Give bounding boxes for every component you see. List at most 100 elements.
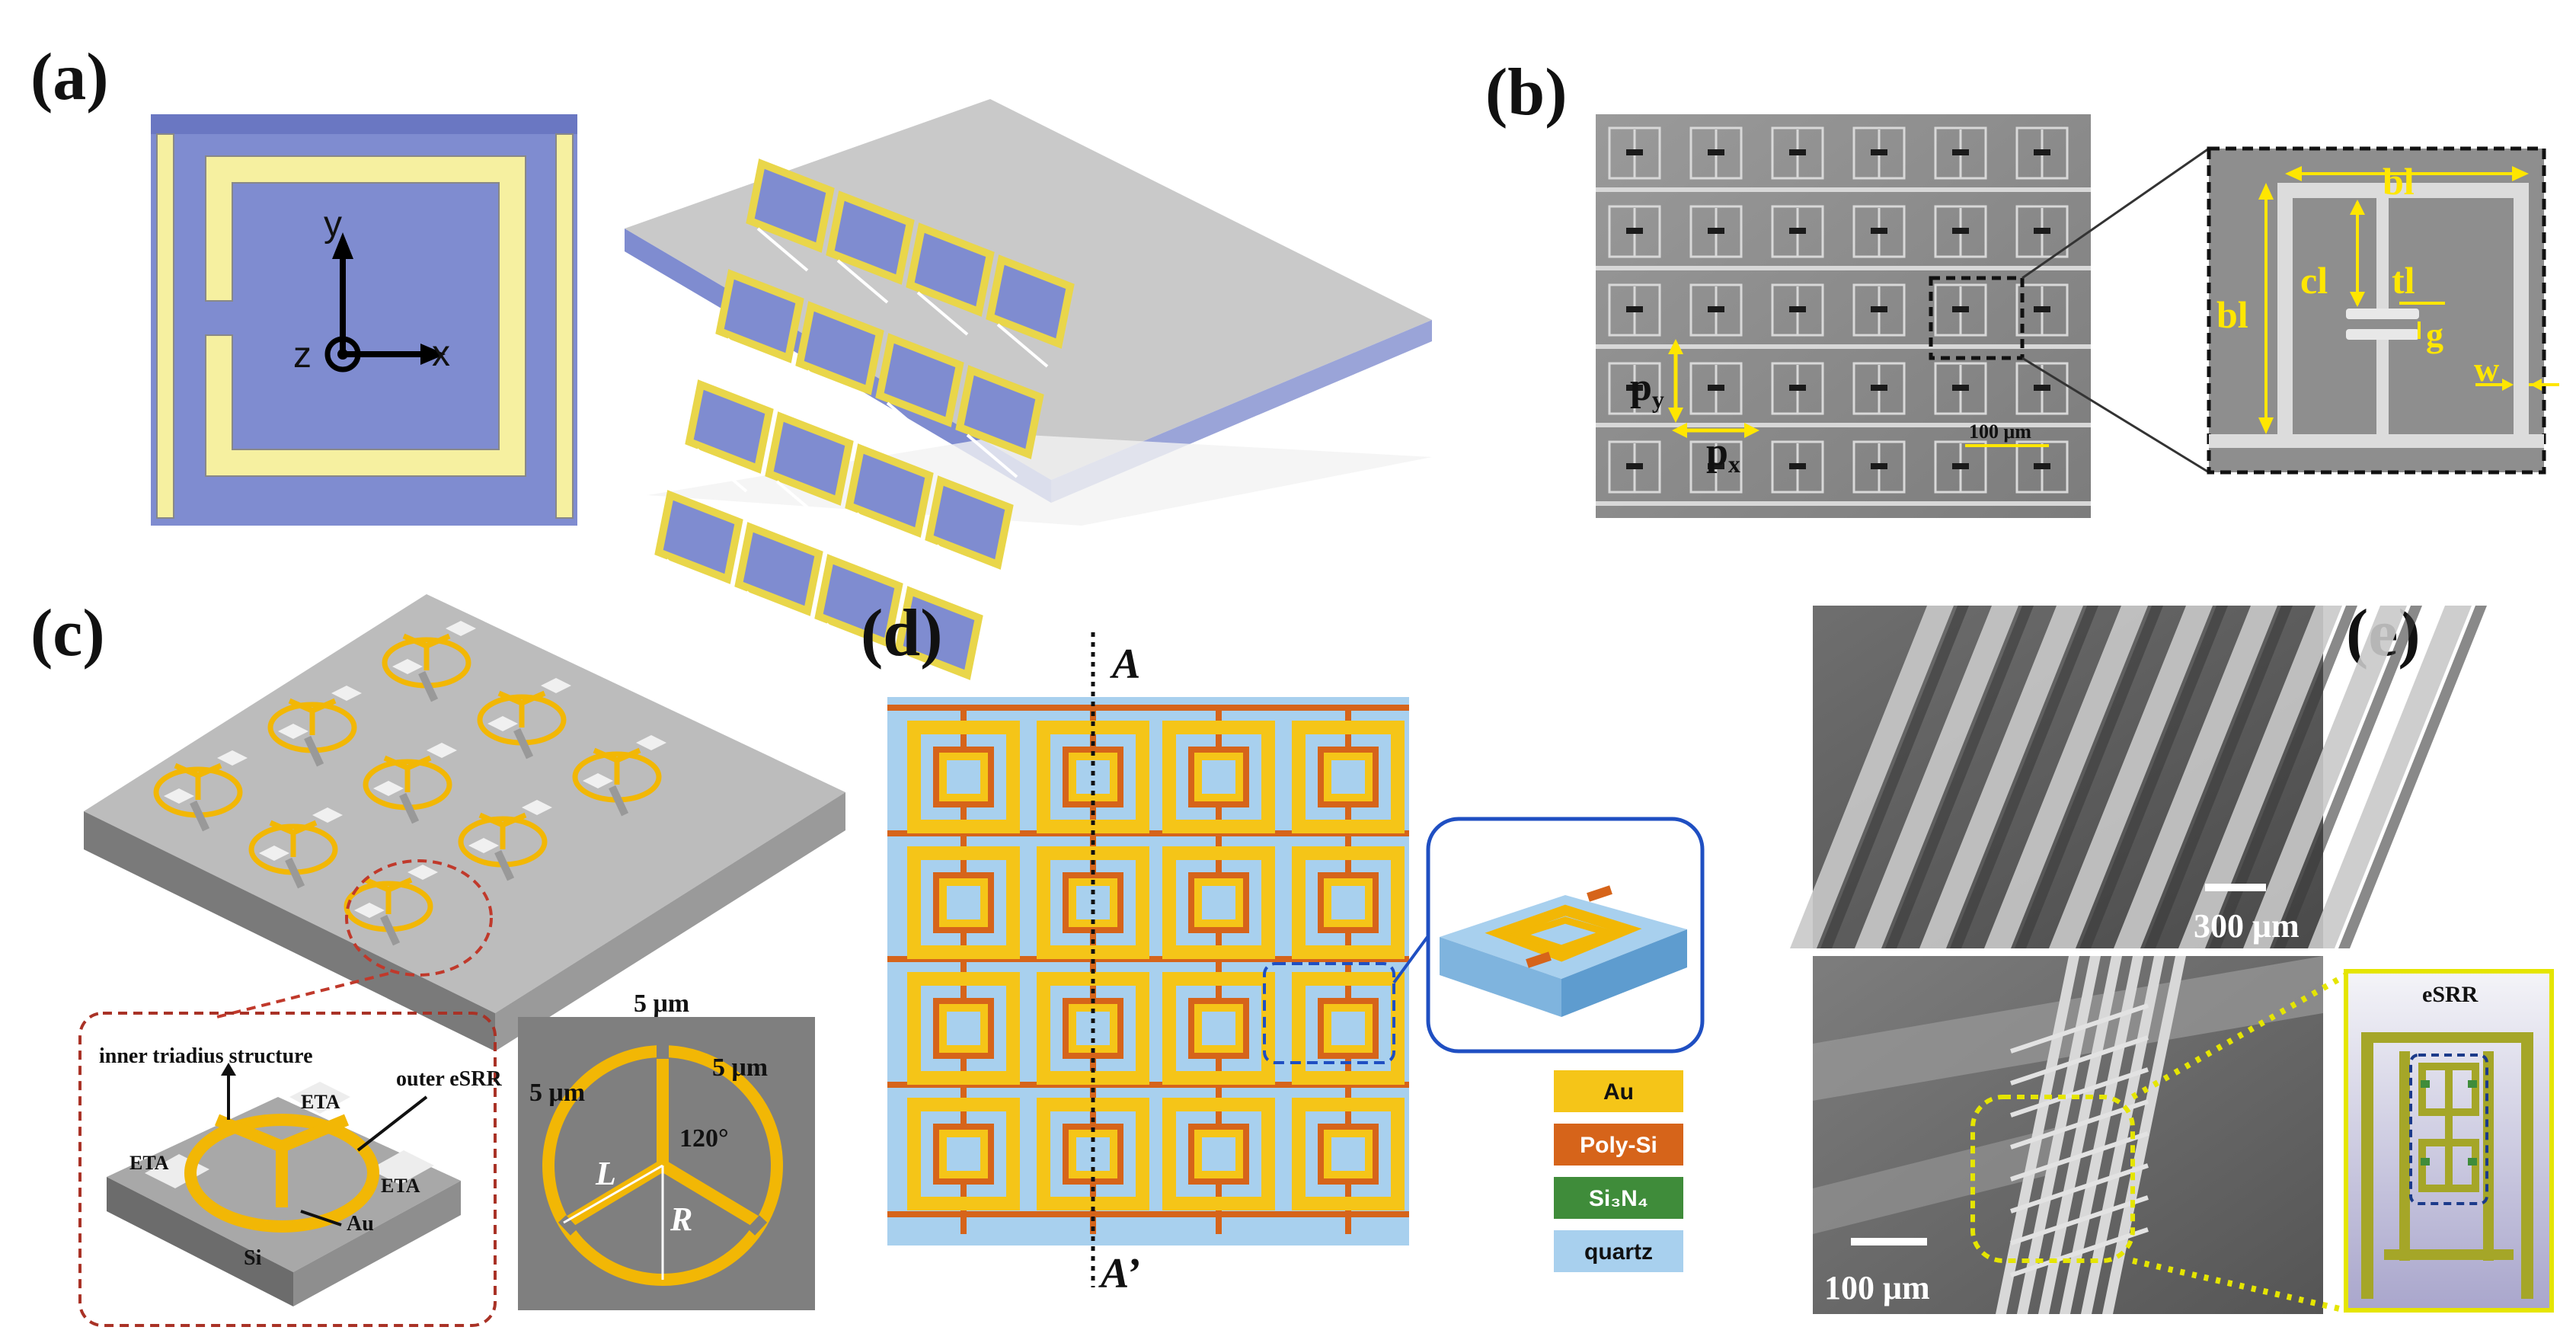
panel-c-label: (c) (30, 596, 105, 670)
e-top-stripe (2114, 606, 2277, 948)
d-A: A (1110, 641, 1140, 688)
c-unit-cells (153, 621, 666, 946)
e-top-stripe (2243, 606, 2407, 948)
a-tile (826, 190, 915, 285)
c-si-label: Si (244, 1246, 262, 1270)
tilted-resonators (654, 158, 1075, 699)
a-tile (685, 379, 774, 474)
scale-bar-100um: 100 μm (1969, 420, 2031, 443)
panel-a-label: (a) (30, 40, 109, 114)
d-outer-srr (907, 1098, 1020, 1210)
right-beam (555, 133, 574, 519)
c-eta-top: ETA (301, 1091, 340, 1113)
d-outer-srr (1162, 846, 1275, 959)
e-top-stripe (1919, 606, 2083, 948)
a-tile (894, 586, 983, 680)
zoom-box (1929, 276, 2025, 360)
c-substrate (84, 594, 845, 1013)
e-bottom-beam (1996, 956, 2079, 1314)
d-zoom-box (1263, 962, 1395, 1064)
split-ring (205, 155, 526, 477)
e-bottom-beam (2081, 956, 2165, 1314)
c-zoom-cell: inner triadius structure outer eSRR ETA … (78, 1012, 502, 1327)
legend-swatch (1554, 1070, 1683, 1112)
inset-cl: cl (2300, 259, 2328, 302)
d-poly-si-line (887, 705, 1409, 711)
d-outer-srr (907, 721, 1020, 833)
py-label: py (1630, 366, 1664, 413)
b-bus-line (1596, 501, 2091, 506)
array-3d-view (625, 99, 1432, 699)
e-top-stripe (1790, 606, 1954, 948)
b-bus-line (1596, 266, 2091, 270)
c-top-view: 5 μm 5 μm 5 μm 120° L R (518, 990, 815, 1310)
inset-g: g (2426, 315, 2443, 354)
c-highlight-circle (345, 859, 493, 977)
c-eta-left: ETA (129, 1152, 169, 1174)
e-top-stripe (2049, 606, 2213, 948)
e-top-stripe (1984, 606, 2148, 948)
c-R: R (670, 1201, 692, 1238)
e-bottom-beam (2038, 956, 2122, 1314)
panel-b-label: (b) (1485, 56, 1568, 130)
sem-unit-cells (1596, 126, 2091, 506)
c-au-label: Au (347, 1212, 374, 1236)
e-bottom-beam (2017, 956, 2101, 1314)
panel-e: (e) 300 μm 100 μm eSRR (1790, 596, 2554, 1314)
inset-tl: tl (2392, 259, 2415, 302)
d-outer-srr (1292, 721, 1405, 833)
d-outer-srr (1162, 972, 1275, 1085)
e-top-stripe (1855, 606, 2018, 948)
legend-swatch (1554, 1177, 1683, 1219)
c-eta-right: ETA (381, 1175, 420, 1197)
legend-label: quartz (1584, 1239, 1653, 1265)
a-tile (925, 475, 1014, 570)
b-bus-line (1596, 423, 2091, 427)
inset-bl-side: bl (2216, 293, 2248, 336)
e-inset: eSRR (2344, 969, 2554, 1313)
a-tile (734, 522, 823, 616)
a-tile (654, 490, 743, 584)
a-tile (875, 333, 964, 427)
left-beam (156, 133, 174, 519)
sem-image-array (1596, 114, 2091, 518)
e-scale-bottom: 100 μm (1824, 1269, 1930, 1306)
d-outer-srr (1162, 1098, 1275, 1210)
e-zoom-box (1970, 1095, 2135, 1263)
px-label: px (1706, 430, 1740, 478)
d-outer-srr (907, 846, 1020, 959)
e-inset-label: eSRR (2422, 982, 2479, 1007)
zoom-inset: bl bl cl tl g w (2207, 146, 2559, 475)
e-top-stripes (1790, 606, 2487, 948)
d-outer-srr (1162, 721, 1275, 833)
d-outer-srr (1292, 1098, 1405, 1210)
inset-bl-top: bl (2383, 160, 2415, 203)
d-A-prime: A’ (1098, 1250, 1140, 1297)
d-outer-srr (1292, 972, 1405, 1085)
inset-w: w (2474, 350, 2499, 389)
c-outer-label: outer eSRR (396, 1067, 502, 1091)
panel-c: (c) inner triadius structure outer eSRR … (30, 594, 845, 1327)
d-outer-srr (1292, 846, 1405, 959)
a-tile (955, 365, 1044, 459)
c-angle: 120° (679, 1124, 729, 1153)
axis-z-label: z (293, 335, 312, 376)
d-3d-inset (1426, 817, 1705, 1054)
unit-cell-top-view: y x z (151, 114, 577, 526)
c-dim-left: 5 μm (529, 1079, 585, 1107)
axis-y-label: y (324, 204, 342, 245)
a-tile (715, 269, 804, 363)
axis-x-label: x (432, 334, 450, 374)
a-tile (765, 411, 854, 506)
legend-label: Si₃N₄ (1589, 1186, 1648, 1211)
d-outer-srr (1037, 1098, 1149, 1210)
c-L: L (595, 1155, 616, 1192)
legend-swatch (1554, 1124, 1683, 1166)
c-inner-label: inner triadius structure (99, 1044, 313, 1068)
a-tile (986, 254, 1075, 349)
d-outer-srr (907, 972, 1020, 1085)
b-bus-line (1596, 344, 2091, 349)
